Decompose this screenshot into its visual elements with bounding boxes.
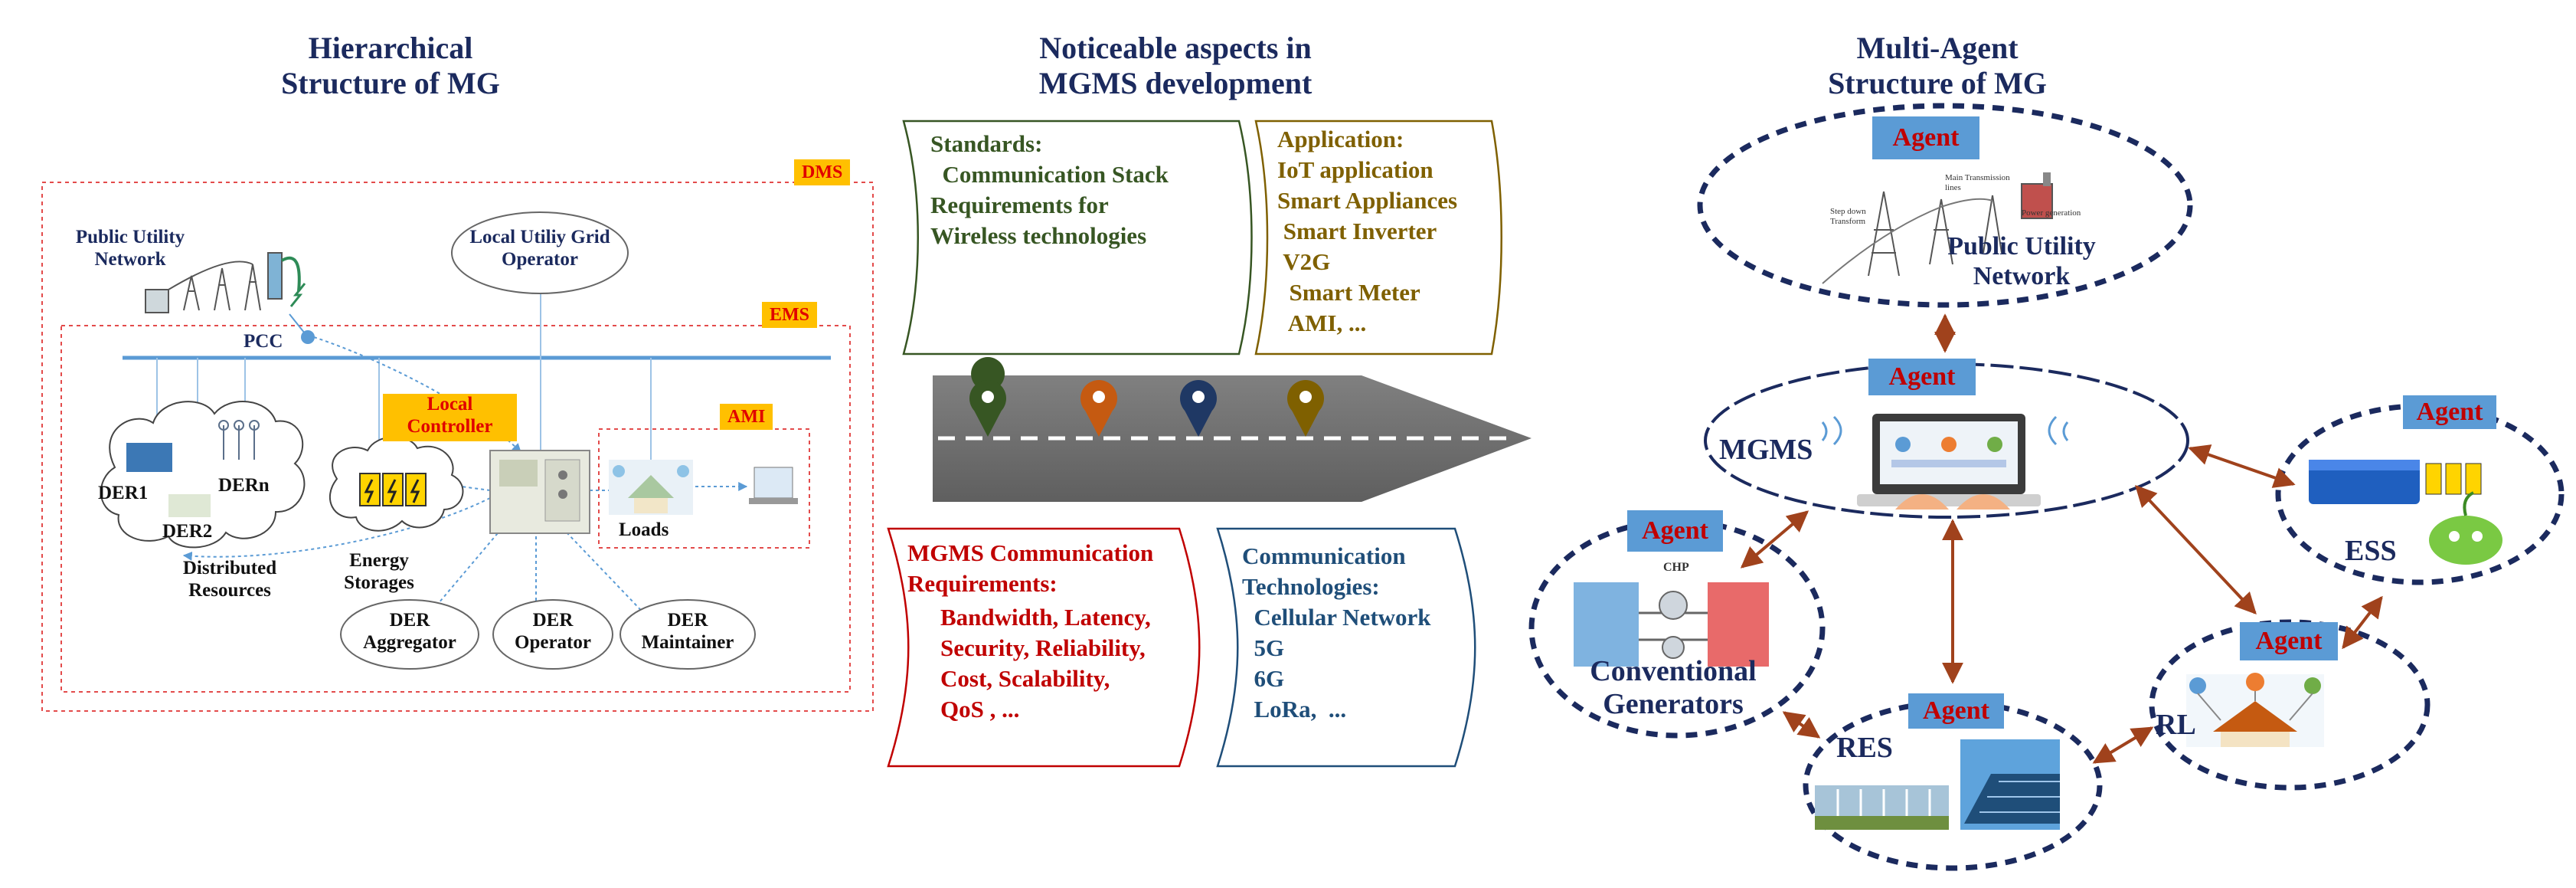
agent-tag-rl: Agent — [2240, 622, 2338, 660]
ami-boundary — [598, 428, 810, 549]
der-operator-label: DER Operator — [515, 610, 591, 653]
chp-label: CHP — [1663, 561, 1689, 574]
der-maintainer-ellipse — [619, 599, 756, 670]
grid-operator-ellipse — [451, 211, 629, 294]
local-controller-tag: Local Controller — [383, 394, 517, 441]
application-shape — [1254, 120, 1502, 356]
agent-tag-res: Agent — [1908, 693, 2004, 729]
grid-operator-label: Local Utiliy Grid Operator — [469, 227, 610, 270]
road-pins — [969, 357, 1324, 437]
application-text: Application: IoT application Smart Appli… — [1277, 126, 1458, 336]
pcc-label: PCC — [244, 331, 283, 352]
der-operator-ellipse — [492, 599, 613, 670]
mgms-text: MGMS — [1719, 434, 1813, 466]
der1-image — [126, 443, 172, 472]
res-image — [1815, 739, 2060, 830]
utility-small-label-1: Main Transmission lines — [1945, 173, 2010, 192]
distributed-resources-label: Distributed Resources — [182, 558, 277, 601]
standards-text: Standards: Communication Stack Requireme… — [930, 130, 1169, 249]
ami-image — [749, 467, 798, 504]
der2-image — [168, 494, 211, 517]
public-utility-label: Public Utility Network — [75, 227, 185, 270]
technologies-shape — [1216, 527, 1476, 768]
utility-small-label-2: Step down Transform — [1830, 207, 1866, 226]
dms-boundary — [41, 182, 874, 712]
agent-tag-mgms: Agent — [1868, 359, 1976, 395]
requirements-shape — [887, 527, 1201, 768]
utility-network-icon — [145, 252, 306, 313]
local-controller-panel — [489, 450, 590, 534]
right-title: Multi-Agent Structure of MG — [1828, 31, 2047, 100]
utility-transmission-image — [1822, 172, 2053, 284]
chp-image — [1574, 582, 1769, 667]
agent-tag-utility: Agent — [1872, 116, 1979, 159]
ess-image — [2309, 460, 2502, 565]
energy-storages-label: Energy Storages — [344, 550, 414, 593]
battery-icons — [359, 473, 427, 506]
rl-text: RL — [2156, 709, 2196, 741]
public-utility-ellipse — [1697, 103, 2193, 308]
left-title: Hierarchical Structure of MG — [281, 31, 500, 100]
ems-boundary — [60, 325, 851, 693]
standards-shape — [902, 120, 1253, 356]
technologies-text: Communication Technologies: Cellular Net… — [1242, 542, 1431, 723]
conventional-text: Conventional Generators — [1590, 655, 1757, 720]
der2-label: DER2 — [162, 521, 213, 542]
loads-image — [609, 460, 693, 515]
requirements-title: MGMS Communication Requirements: — [907, 539, 1154, 597]
res-text: RES — [1836, 732, 1893, 764]
der-aggregator-ellipse — [340, 599, 479, 670]
ess-text: ESS — [2345, 535, 2397, 567]
middle-title: Noticeable aspects in MGMS development — [1038, 31, 1313, 100]
ami-tag: AMI — [720, 404, 773, 430]
ems-tag: EMS — [762, 302, 818, 328]
utility-small-label-3: Power generation — [2022, 208, 2081, 218]
der1-label: DER1 — [98, 483, 149, 503]
dms-tag: DMS — [794, 159, 851, 185]
agent-tag-ess: Agent — [2403, 395, 2496, 429]
dern-label: DERn — [218, 475, 270, 496]
requirements-body: Bandwidth, Latency, Security, Reliabilit… — [940, 604, 1151, 723]
res-ellipse — [1803, 700, 2103, 871]
rl-image — [2186, 673, 2324, 747]
der-maintainer-label: DER Maintainer — [641, 610, 734, 653]
agent-links — [1740, 313, 2383, 764]
der-aggregator-label: DER Aggregator — [363, 610, 456, 653]
road — [933, 375, 1532, 502]
agent-tag-conventional: Agent — [1627, 510, 1723, 552]
public-utility-text: Public Utility Network — [1947, 232, 2096, 291]
mgms-laptop-image — [1821, 414, 2069, 510]
pcc-link — [289, 313, 309, 338]
loads-label: Loads — [619, 519, 669, 540]
der-cloud — [100, 401, 306, 549]
dern-image — [218, 420, 260, 460]
